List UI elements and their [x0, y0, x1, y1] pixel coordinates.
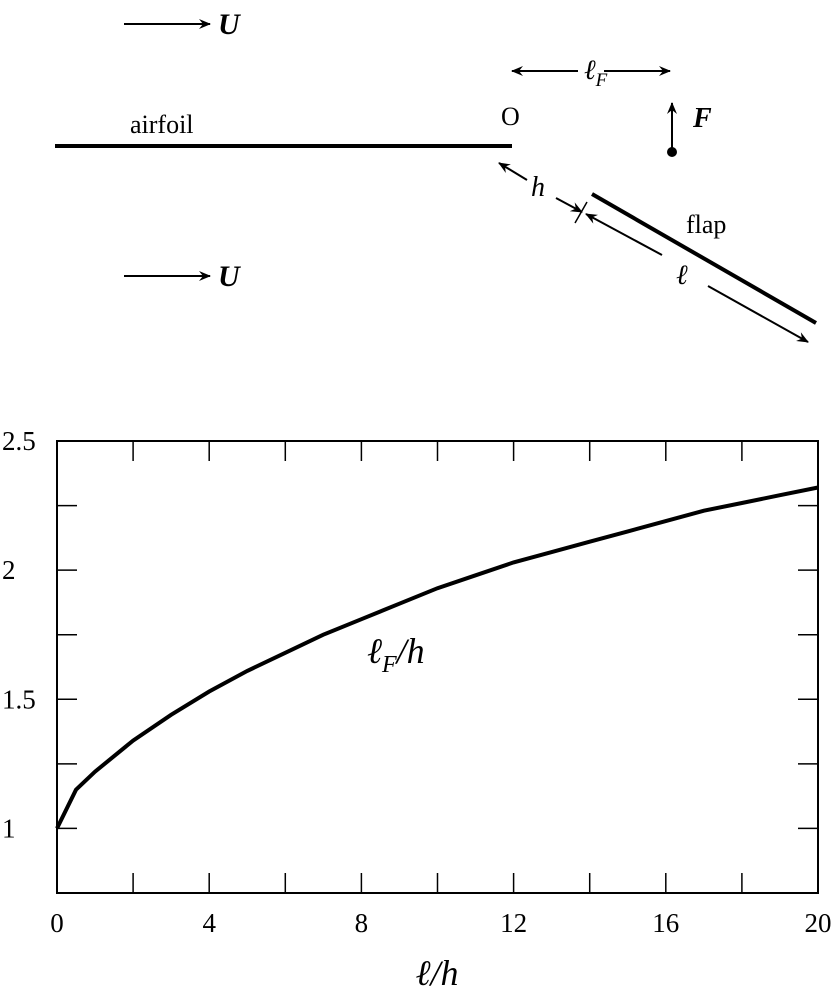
x-axis-label: ℓ/h	[416, 953, 459, 993]
gap-arrow-lower	[555, 197, 583, 213]
x-tick-label: 20	[805, 908, 832, 938]
chart: 0 4 8 12 16 20 1 1.5 2 2.5 ℓF/h ℓ/h	[2, 426, 832, 993]
y-tick-label: 1	[2, 813, 16, 843]
x-tick-label: 12	[500, 908, 527, 938]
flap-length-label: ℓ	[676, 260, 688, 291]
x-tick-label: 16	[652, 908, 679, 938]
y-tick-label: 2	[2, 555, 16, 585]
x-ticks	[56, 441, 819, 893]
flap-length-arrow-upper	[585, 213, 663, 256]
flap-length-arrow-lower	[707, 285, 809, 343]
y-tick-labels: 1 1.5 2 2.5	[2, 426, 36, 843]
curve-label: ℓF/h	[367, 631, 425, 678]
x-tick-labels: 0 4 8 12 16 20	[50, 908, 831, 938]
flap-line	[591, 192, 817, 325]
series-line	[55, 485, 819, 830]
flap-label: flap	[686, 210, 726, 239]
x-tick-label: 4	[202, 908, 216, 938]
y-ticks	[57, 440, 818, 830]
lf-label: ℓF	[584, 55, 608, 91]
force-label: F	[692, 103, 712, 134]
lower-flow-label: U	[218, 260, 241, 293]
origin-label: O	[501, 102, 520, 131]
x-tick-label: 0	[50, 908, 64, 938]
y-tick-label: 1.5	[2, 684, 36, 714]
y-tick-label: 2.5	[2, 426, 36, 456]
force-point	[667, 147, 677, 157]
airfoil-label: airfoil	[130, 110, 194, 139]
x-tick-label: 8	[355, 908, 369, 938]
gap-arrow-upper	[498, 162, 528, 181]
upper-flow-label: U	[218, 8, 241, 41]
airfoil-diagram: U airfoil O ℓF F h flap ℓ U	[55, 8, 817, 343]
gap-tick	[574, 201, 588, 224]
gap-label: h	[531, 172, 545, 203]
